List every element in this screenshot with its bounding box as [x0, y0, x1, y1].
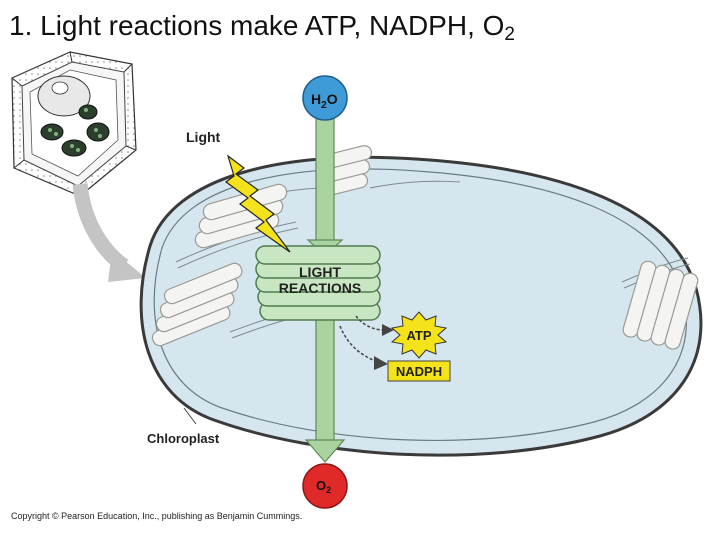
nadph-box [387, 360, 451, 382]
slide-title: 1. Light reactions make ATP, NADPH, O2 [9, 10, 515, 45]
atp-label: ATP [406, 328, 431, 343]
light-reactions-label-line1: LIGHT [299, 264, 341, 280]
oxygen-label: O2 [316, 478, 331, 495]
grana-stack-lower-left [151, 262, 243, 347]
oxygen-molecule [302, 463, 348, 509]
copyright-notice: Copyright © Pearson Education, Inc., pub… [11, 511, 303, 521]
oxygen-flow-arrow [315, 317, 335, 451]
plant-cell-icon [11, 51, 137, 197]
water-flow-arrow [315, 111, 335, 251]
grana-stack-right [622, 260, 699, 350]
lightning-bolt-icon [224, 154, 291, 253]
chloroplast-label: Chloroplast [147, 431, 220, 446]
zoom-arrow [72, 183, 129, 273]
nadph-label: NADPH [396, 364, 442, 379]
light-label: Light [186, 129, 221, 145]
water-label: H2O [311, 91, 338, 111]
zoom-arrow-head [108, 250, 146, 282]
light-reactions-label-line2: REACTIONS [279, 280, 361, 296]
starburst-icon [390, 311, 448, 359]
water-molecule [302, 75, 348, 121]
